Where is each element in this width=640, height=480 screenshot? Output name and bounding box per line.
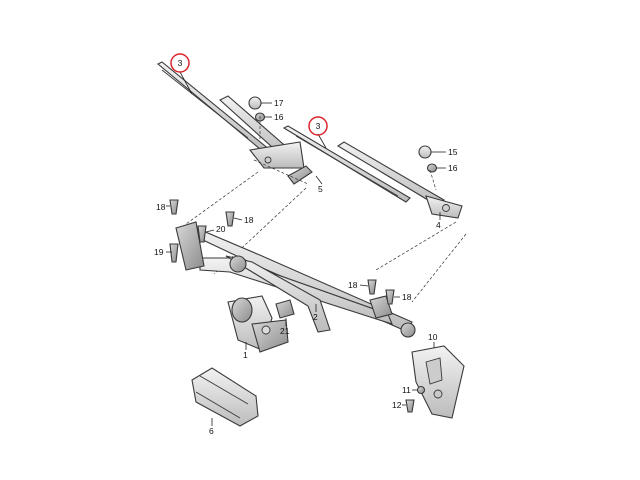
wiper-motor	[227, 295, 289, 353]
callout-11: 11	[402, 385, 411, 395]
clip	[416, 385, 426, 395]
callout-18-right-b: 18	[402, 292, 412, 302]
bolt-18-right-b	[385, 289, 395, 305]
cap-right	[418, 145, 432, 159]
assembly-guide-lines	[185, 116, 467, 303]
cap-left	[248, 96, 262, 110]
highlight-circle-left	[170, 53, 190, 73]
highlight-circle-right	[308, 116, 328, 136]
callout-5: 5	[318, 184, 323, 194]
nut-right	[426, 163, 438, 173]
callout-2: 2	[313, 312, 318, 322]
callout-16-right: 16	[448, 163, 458, 173]
callout-6: 6	[209, 426, 214, 436]
callout-19: 19	[154, 247, 164, 257]
bolt-20	[197, 225, 207, 243]
callout-4: 4	[436, 220, 441, 230]
cover	[191, 367, 259, 427]
bolt-19	[169, 243, 179, 263]
wiper-linkage	[175, 221, 416, 338]
bracket	[411, 345, 465, 419]
callout-15: 15	[448, 147, 458, 157]
callout-12: 12	[392, 400, 402, 410]
wiper-arm-right	[282, 125, 463, 219]
callout-16-left: 16	[274, 112, 284, 122]
callout-18-right-a: 18	[348, 280, 358, 290]
callout-3-right: 3	[316, 121, 321, 131]
grommet	[275, 299, 295, 319]
bolt-top-left	[169, 199, 179, 215]
callout-18-top-left: 18	[156, 202, 166, 212]
leader-lines	[166, 71, 446, 426]
callout-20: 20	[216, 224, 226, 234]
callout-1: 1	[243, 350, 248, 360]
callout-18-mid: 18	[244, 215, 254, 225]
bolt-18-mid	[225, 211, 235, 227]
bolt-18-right-a	[367, 279, 377, 295]
wiper-arm-left	[157, 61, 313, 185]
callout-3-left: 3	[178, 58, 183, 68]
screw	[405, 399, 415, 413]
callout-10: 10	[428, 332, 438, 342]
callout-21: 21	[280, 326, 290, 336]
callout-17: 17	[274, 98, 284, 108]
